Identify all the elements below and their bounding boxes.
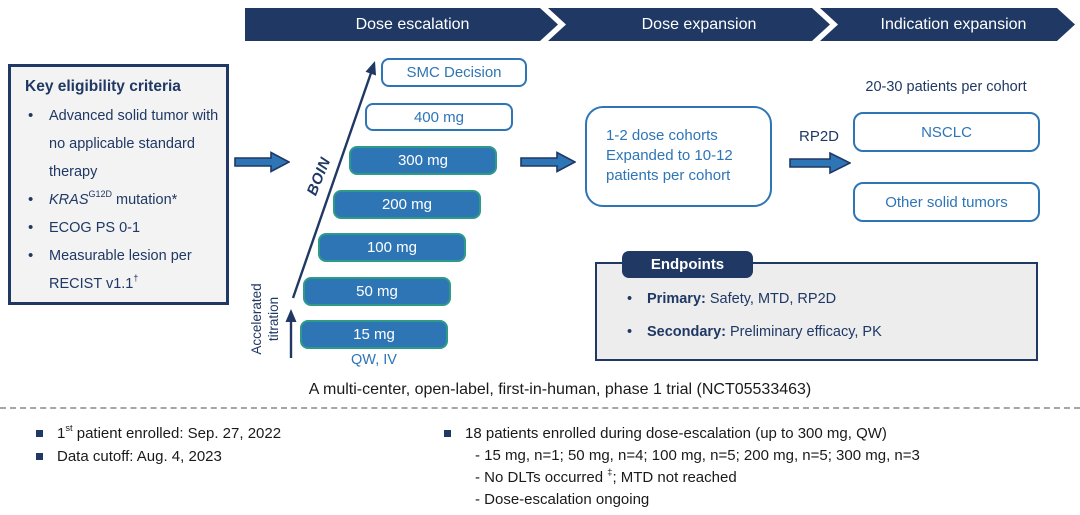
dose-box-400mg: 400 mg [365,103,513,131]
endpoints-item: Primary: Safety, MTD, RP2D [625,289,1036,309]
stage-segment-indication-expansion: Indication expansion [820,8,1075,41]
dose-box-100mg: 100 mg [318,233,466,262]
accelerated-titration-label: Accelerated titration [249,283,281,355]
cohort-box-line: 1-2 dose cohorts [606,127,718,144]
stage-segment-dose-escalation: Dose escalation [245,8,558,41]
smc-decision-box: SMC Decision [381,58,527,87]
nsclc-box: NSCLC [853,112,1040,152]
flow-arrow-icon [234,151,290,173]
dlt-status: - No DLTs occurred ‡; MTD not reached [475,467,737,486]
endpoints-badge: Endpoints [622,251,753,278]
cohort-box-line: Expanded to 10-12 [606,147,733,164]
eligibility-item: ECOG PS 0-1 [23,214,225,242]
data-cutoff-item: Data cutoff: Aug. 4, 2023 [36,447,222,466]
square-bullet-icon [36,430,43,437]
stage-label: Indication expansion [880,15,1027,33]
cohort-expansion-box: 1-2 dose cohorts Expanded to 10-12 patie… [585,106,772,207]
square-bullet-icon [444,430,451,437]
trial-caption: A multi-center, open-label, first-in-hum… [308,381,812,398]
section-divider [0,407,1080,409]
stage-segment-dose-expansion: Dose expansion [548,8,830,41]
flow-arrow-icon [520,151,576,173]
eligibility-item: KRASG12D mutation* [23,186,225,214]
eligibility-list: Advanced solid tumor with no applicable … [23,102,220,298]
accelerated-arrow-icon [285,309,297,358]
eligibility-item: Measurable lesion per RECIST v1.1† [23,242,225,298]
dose-box-50mg: 50 mg [303,277,451,306]
eligibility-box: Key eligibility criteria Advanced solid … [8,64,229,305]
endpoints-list: Primary: Safety, MTD, RP2D Secondary: Pr… [597,264,1036,342]
enrollment-date-item: 1st patient enrolled: Sep. 27, 2022 [36,423,281,443]
schedule-label: QW, IV [351,352,397,368]
rp2d-arrow-icon [789,151,851,175]
square-bullet-icon [36,453,43,460]
stage-label: Dose expansion [641,15,757,33]
dose-level-breakdown: - 15 mg, n=1; 50 mg, n=4; 100 mg, n=5; 2… [475,447,920,464]
eligibility-title: Key eligibility criteria [25,78,181,95]
stage-label: Dose escalation [355,15,470,33]
boin-arrow-icon [291,61,376,299]
endpoints-item: Secondary: Preliminary efficacy, PK [625,322,1036,342]
enrollment-summary-item: 18 patients enrolled during dose-escalat… [444,424,887,443]
other-solid-tumors-box: Other solid tumors [853,182,1040,222]
cohort-size-label: 20-30 patients per cohort [865,79,1027,95]
eligibility-item: Advanced solid tumor with no applicable … [23,102,225,186]
endpoints-box: Primary: Safety, MTD, RP2D Secondary: Pr… [595,262,1038,361]
rp2d-label: RP2D [798,128,839,145]
escalation-status: - Dose-escalation ongoing [475,491,650,508]
dose-box-15mg: 15 mg [300,320,448,349]
dose-box-300mg: 300 mg [349,146,497,175]
dose-box-200mg: 200 mg [333,190,481,219]
cohort-box-line: patients per cohort [606,167,731,184]
